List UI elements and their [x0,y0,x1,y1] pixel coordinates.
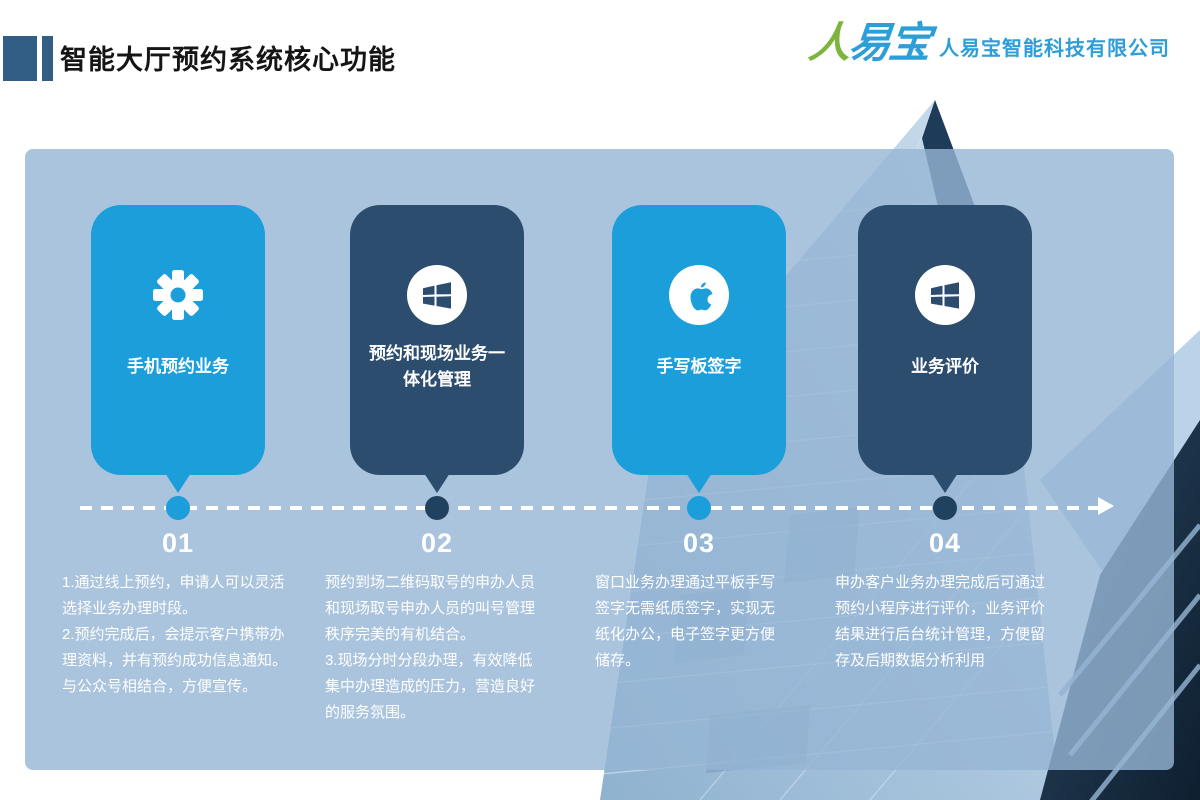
title-accent-bar [42,36,53,81]
step-number-1: 01 [161,528,195,558]
logo-brand-ren: 人 [806,19,852,66]
feature-title: 手机预约业务 [127,357,229,376]
step-description-2: 预约到场二维码取号的申办人员 和现场取号申办人员的叫号管理 秩序完美的有机结合。… [325,574,536,721]
step-description-1: 1.通过线上预约，申请人可以灵活 选择业务办理时段。 2.预约完成后，会提示客户… [62,574,288,695]
gear-icon [153,270,203,320]
company-logo: 人易宝 人易宝智能科技有限公司 [806,19,1170,66]
timeline-dot-3 [687,496,711,520]
windows-icon [407,265,467,325]
step-description-3: 窗口业务办理通过平板手写 签字无需纸质签字，实现无 纸化办公，电子签字更方便 储… [595,574,776,669]
feature-card-mobile-booking: 手机预约业务 [91,205,265,475]
feature-title: 手写板签字 [656,357,742,376]
feature-card-integrated-management: 预约和现场业务一体化管理 [350,205,524,475]
feature-title: 业务评价 [911,357,979,376]
logo-brand-rest: 易宝 [846,19,932,66]
apple-icon [669,265,729,325]
feature-card-business-evaluation: 业务评价 [858,205,1032,475]
logo-company-name: 人易宝智能科技有限公司 [939,38,1170,60]
timeline-dot-1 [166,496,190,520]
feature-title: 预约和现场业务一体化管理 [369,344,505,389]
step-description-4: 申办客户业务办理完成后可通过 预约小程序进行评价，业务评价 结果进行后台统计管理… [835,574,1046,669]
step-number-4: 04 [928,528,962,558]
timeline-dashed-line [80,506,1100,510]
page-title: 智能大厅预约系统核心功能 [60,45,396,75]
title-accent-square [3,36,37,81]
timeline-arrow-icon [1098,497,1114,515]
timeline-dot-4 [933,496,957,520]
logo-brand-mark: 人易宝 [806,19,932,66]
feature-card-handwriting-signature: 手写板签字 [612,205,786,475]
step-number-3: 03 [682,528,716,558]
timeline-dot-2 [425,496,449,520]
step-number-2: 02 [420,528,454,558]
windows-icon [915,265,975,325]
